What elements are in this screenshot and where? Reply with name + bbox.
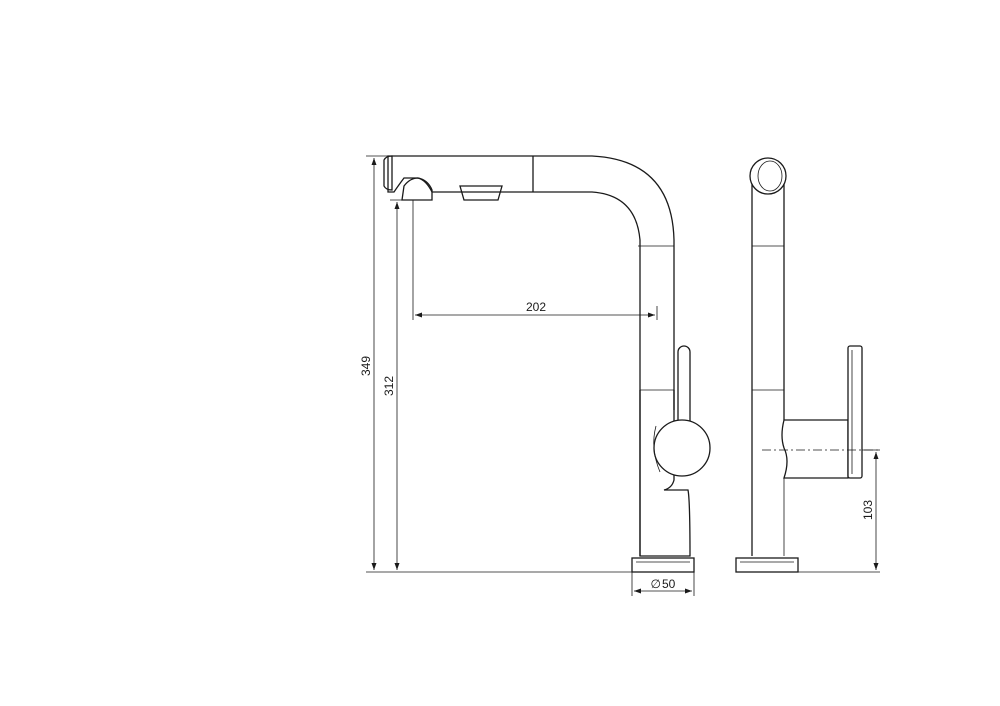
side-cartridge — [781, 419, 849, 479]
spray-button — [459, 185, 503, 201]
label-103: 103 — [861, 500, 875, 520]
label-349: 349 — [359, 356, 373, 376]
label-312: 312 — [382, 376, 396, 396]
side-column — [751, 172, 785, 556]
spout-outline — [387, 155, 691, 557]
dimension-labels: 349 312 202 ∅ 50 103 — [359, 300, 875, 591]
front-view — [383, 155, 711, 573]
handle-hub — [653, 419, 711, 477]
aerator-nozzle — [401, 177, 433, 201]
spray-head — [383, 155, 393, 191]
side-base-plate — [735, 557, 799, 573]
dimension-lines — [366, 155, 880, 596]
side-handle-plate — [847, 345, 863, 479]
label-50: 50 — [662, 577, 676, 591]
side-view — [735, 157, 878, 573]
base-plate — [631, 557, 695, 573]
body-column — [639, 390, 675, 556]
diameter-symbol: ∅ — [651, 577, 661, 591]
label-202: 202 — [526, 300, 546, 314]
side-spout-end — [749, 157, 787, 195]
